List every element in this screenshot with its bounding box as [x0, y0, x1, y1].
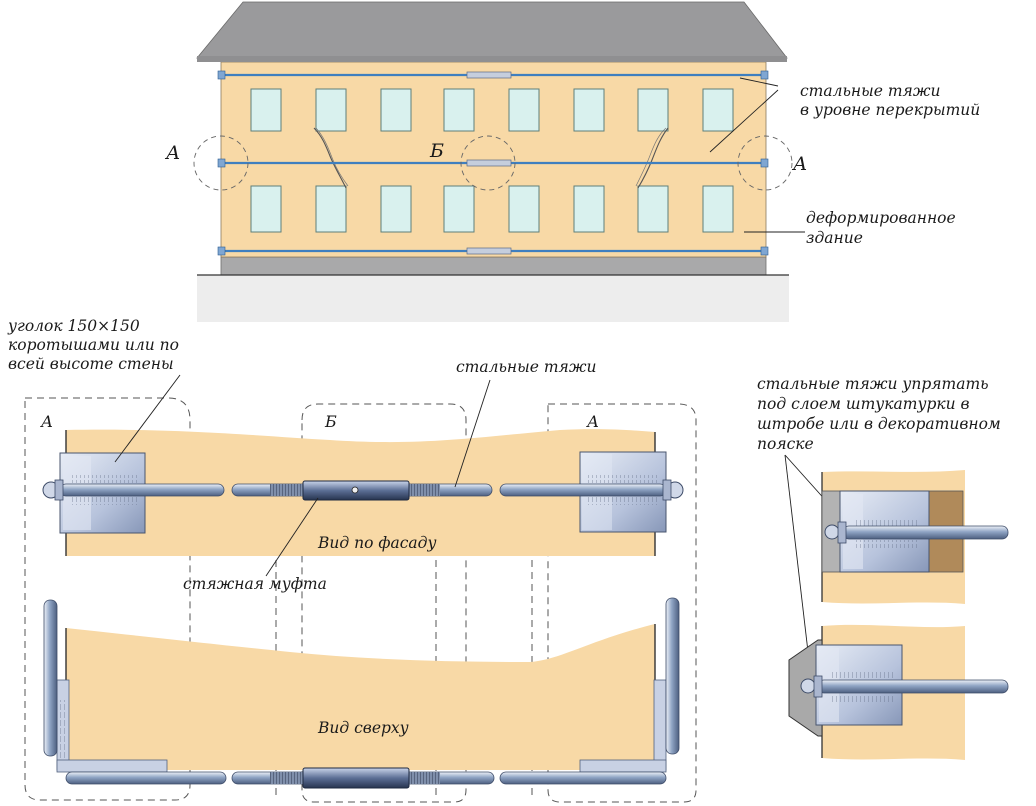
crack-right [637, 127, 669, 189]
belt-rod [817, 679, 1009, 694]
tie-rod-middle [217, 158, 769, 168]
window-r1-c1 [250, 88, 282, 132]
angle-top-right [579, 679, 667, 773]
window-r1-c3 [380, 88, 412, 132]
label-tie-rods: стальные тяжи [456, 358, 596, 376]
detail-circle-a-left [193, 135, 249, 191]
mark-a-detail-right: А [586, 412, 599, 431]
window-r1-c7 [637, 88, 669, 132]
label-facade-view: Вид по фасаду [317, 534, 436, 552]
window-r1-c8 [702, 88, 734, 132]
coupling-top-view [302, 767, 410, 789]
window-r2-c1 [250, 185, 282, 233]
frame-a-left [24, 397, 191, 801]
window-r2-c2 [315, 185, 347, 233]
building-elevation: А Б А стальные тяжи в уровне перекрытий … [164, 1, 980, 322]
label-hide-3: штробе или в декоративном [757, 415, 1001, 433]
windows [250, 88, 734, 233]
detail-views: уголок 150×150 коротышами или по всей вы… [7, 317, 697, 803]
window-r1-c2 [315, 88, 347, 132]
hidden-rod-details: стальные тяжи упрятать под слоем штукату… [757, 375, 1009, 760]
label-tie-rods-floors-1: стальные тяжи [800, 82, 940, 100]
mark-b-top: Б [429, 140, 444, 162]
window-r2-c6 [573, 185, 605, 233]
label-hide-2: под слоем штукатурки в [757, 395, 970, 413]
window-r1-c4 [443, 88, 475, 132]
label-hide-4: пояске [757, 435, 814, 453]
mark-a-detail-left: А [40, 412, 53, 431]
plinth [220, 256, 767, 276]
label-top-view: Вид сверху [317, 719, 409, 737]
mark-a-left: А [164, 142, 180, 164]
tie-rod-upper [217, 70, 769, 80]
label-deformed-2: здание [806, 229, 863, 247]
label-hide-1: стальные тяжи упрятать [757, 375, 989, 393]
label-angle-3: всей высоте стены [8, 355, 174, 373]
window-r2-c7 [637, 185, 669, 233]
frame-b [301, 403, 467, 803]
window-r1-c6 [573, 88, 605, 132]
vertical-rod-right [665, 597, 680, 755]
mark-b-detail: Б [324, 412, 337, 431]
crack-left [313, 127, 347, 189]
top-view-tie-rod [65, 767, 667, 789]
window-r2-c8 [702, 185, 734, 233]
label-coupling: стяжная муфта [183, 575, 327, 593]
window-r2-c3 [380, 185, 412, 233]
building-wall [220, 61, 767, 258]
mark-a-right: А [791, 153, 807, 175]
window-r1-c5 [508, 88, 540, 132]
ground [197, 275, 789, 322]
vertical-rod-left [43, 599, 58, 757]
label-tie-rods-floors-2: в уровне перекрытий [800, 101, 980, 119]
roof [196, 1, 788, 59]
label-deformed-1: деформированное [806, 209, 956, 227]
window-r2-c5 [508, 185, 540, 233]
window-r2-c4 [443, 185, 475, 233]
facade-tie-rod [42, 479, 684, 501]
label-angle-1: уголок 150×150 [7, 317, 140, 335]
top-view-wall [66, 624, 655, 770]
detail-circle-b [460, 135, 516, 191]
tie-rod-lower [217, 246, 769, 256]
groove-rod [842, 525, 1009, 540]
detail-circle-a-right [737, 135, 793, 191]
label-angle-2: коротышами или по [8, 336, 179, 354]
